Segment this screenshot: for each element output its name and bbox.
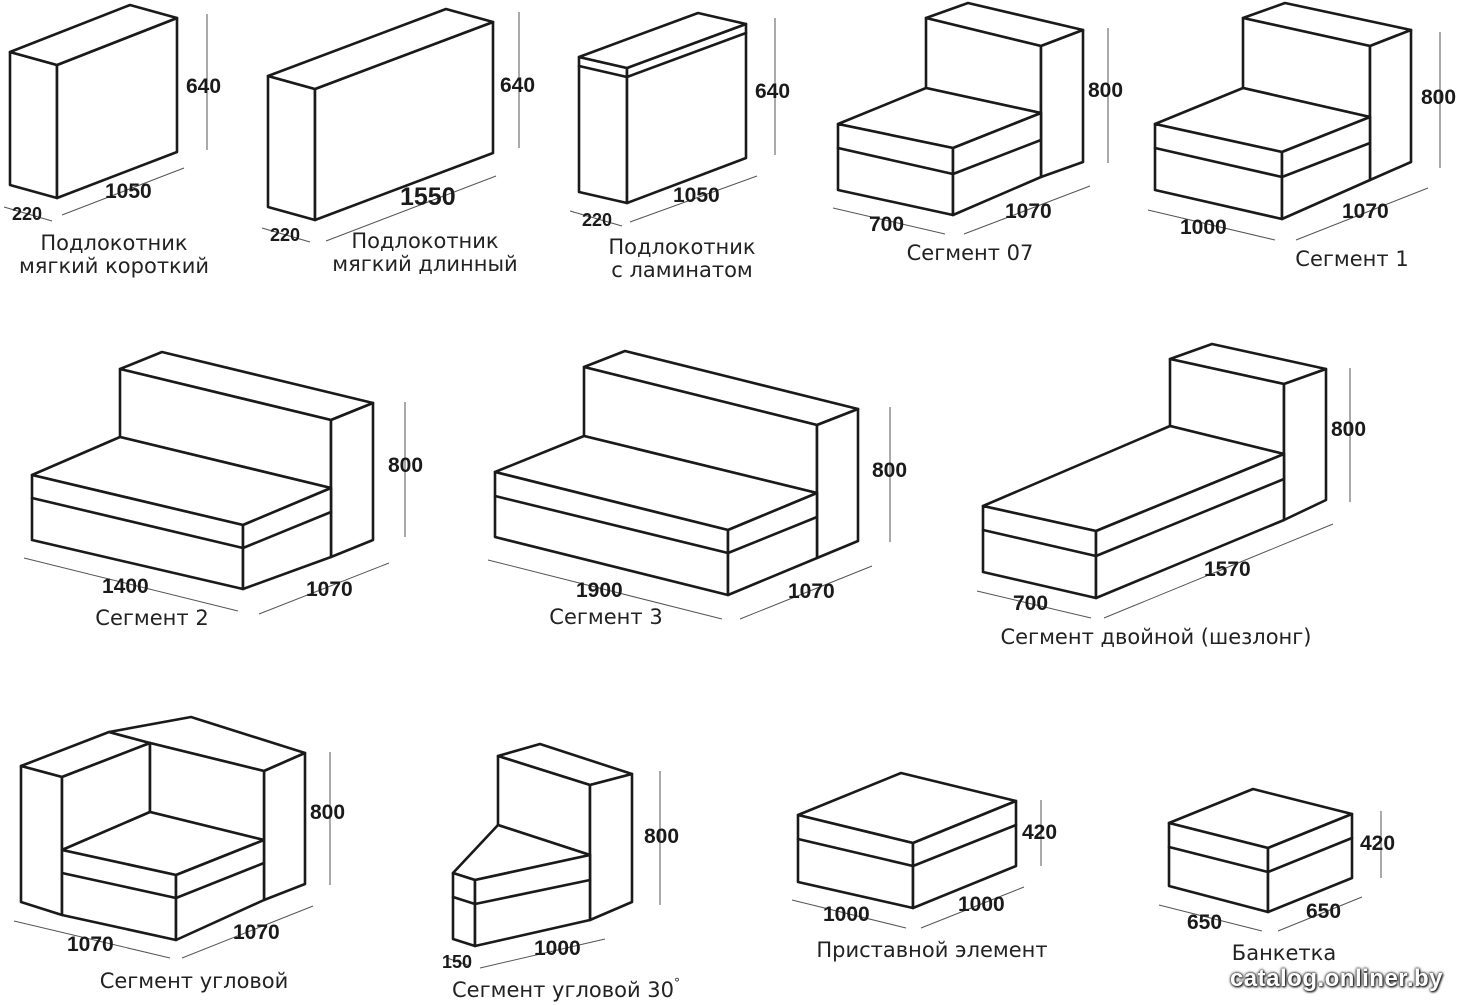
dim-length: 1050	[673, 184, 720, 207]
dim-height: 800	[1088, 79, 1123, 102]
module-armrest-laminate: 640 1050 220 Подлокотник с ламинатом	[569, 11, 790, 282]
dim-width: 1000	[823, 903, 870, 926]
module-armrest-short: 640 1050 220 Подлокотник мягкий короткий	[3, 3, 221, 278]
dim-length: 1550	[400, 183, 456, 211]
dim-depth: 1070	[1342, 200, 1389, 223]
dim-height: 420	[1022, 821, 1057, 844]
dim-depth: 1070	[306, 578, 353, 601]
caption-line2: с ламинатом	[611, 258, 753, 282]
dim-height: 800	[388, 454, 423, 477]
dim-length: 1050	[105, 180, 152, 203]
module-segment-1: 800 1000 1070 Сегмент 1	[1147, 1, 1456, 271]
module-segment-3: 800 1900 1070 Сегмент 3	[487, 349, 907, 629]
caption: Приставной элемент	[816, 938, 1047, 962]
dim-width: 700	[869, 213, 904, 236]
dim-width: 1000	[534, 937, 581, 960]
dim-depth: 1070	[788, 580, 835, 603]
module-extra-element: 420 1000 1000 Приставной элемент	[791, 771, 1057, 962]
dim-width: 700	[1013, 592, 1048, 615]
dim-width: 1400	[102, 575, 149, 598]
dim-depth: 220	[270, 225, 300, 245]
caption-line1: Подлокотник	[40, 231, 187, 255]
dim-height: 420	[1360, 832, 1395, 855]
module-segment-2: 800 1400 1070 Сегмент 2	[23, 350, 423, 630]
caption-line2: мягкий длинный	[332, 252, 517, 276]
caption: Сегмент 2	[95, 606, 208, 630]
dim-height: 800	[1331, 418, 1366, 441]
module-banquette: 420 650 650 Банкетка	[1158, 787, 1395, 965]
dim-height: 640	[755, 80, 790, 103]
dim-height: 800	[310, 801, 345, 824]
module-armrest-long: 640 1550 220 Подлокотник мягкий длинный	[261, 7, 535, 276]
dim-height: 800	[644, 825, 679, 848]
dim-height: 640	[500, 74, 535, 97]
dim-depth: 650	[1306, 900, 1341, 923]
dim-height: 800	[1421, 86, 1456, 109]
caption: Банкетка	[1232, 941, 1336, 965]
dim-depth: 1570	[1204, 558, 1251, 581]
caption-degree: °	[674, 976, 680, 990]
dim-depth: 1070	[1005, 200, 1052, 223]
watermark: catalog.onliner.by	[1229, 965, 1443, 992]
dim-width: 650	[1187, 911, 1222, 934]
dim-height: 640	[186, 75, 221, 98]
dim-depth: 1000	[958, 893, 1005, 916]
module-segment-double: 800 700 1570 Сегмент двойной (шезлонг)	[976, 342, 1366, 649]
caption: Сегмент 3	[549, 605, 662, 629]
module-segment-corner-30: 800 150 1000 Сегмент угловой 30°	[442, 742, 680, 1002]
dim-width: 1900	[576, 579, 623, 602]
module-segment-corner: 800 1070 1070 Сегмент угловой	[13, 715, 345, 993]
dim-depth: 1070	[233, 921, 280, 944]
caption: Сегмент угловой	[100, 969, 289, 993]
caption: Сегмент угловой 30°	[452, 976, 680, 1002]
caption: Сегмент 1	[1295, 247, 1408, 271]
dim-depth: 220	[12, 204, 42, 224]
caption: Сегмент 07	[907, 241, 1034, 265]
dim-height: 800	[872, 459, 907, 482]
caption-line2: мягкий короткий	[19, 254, 209, 278]
caption: Сегмент двойной (шезлонг)	[1000, 625, 1311, 649]
caption-line1: Подлокотник	[351, 229, 498, 253]
module-segment-07: 800 700 1070 Сегмент 07	[832, 1, 1123, 265]
caption-name: Сегмент угловой 30	[452, 978, 674, 1002]
dim-width: 1000	[1180, 216, 1227, 239]
dim-depth: 220	[582, 210, 612, 230]
caption-line1: Подлокотник	[608, 235, 755, 259]
dim-edge: 150	[442, 952, 472, 972]
dim-width: 1070	[67, 933, 114, 956]
